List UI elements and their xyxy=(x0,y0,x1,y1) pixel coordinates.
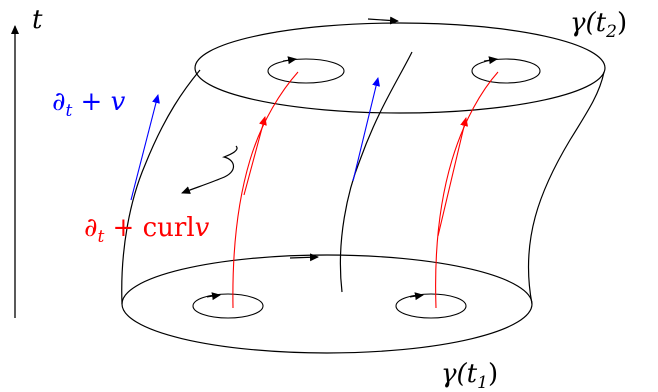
time-axis-label: t xyxy=(32,5,43,35)
red-tangent-arrow-left xyxy=(243,116,267,196)
bottom-right-vortex-loop xyxy=(395,293,467,319)
top-left-vortex-loop xyxy=(267,58,345,84)
blue-field-label: ∂t + v xyxy=(52,87,126,121)
tube-left-side xyxy=(121,69,201,305)
top-left-vortex-arrow xyxy=(282,56,297,65)
bottom-loop-gamma-t1 xyxy=(121,254,533,354)
red-field-label: ∂t + curlv xyxy=(84,213,210,247)
top-right-vortex-arrow xyxy=(483,56,498,65)
top-loop-gamma-t2 xyxy=(194,22,606,114)
bottom-left-vortex-arrow xyxy=(206,292,221,301)
red-flow-line-left xyxy=(232,71,299,309)
bottom-right-vortex-arrow xyxy=(409,292,424,301)
blue-tangent-arrow-left xyxy=(130,94,160,201)
bottom-curve-label: γ(t1) xyxy=(441,359,498,392)
bottom-left-vortex-loop xyxy=(192,293,264,319)
middle-flow-line xyxy=(339,51,413,293)
red-tangent-arrow-right xyxy=(437,117,469,237)
tube-right-side xyxy=(527,71,605,305)
red-flow-line-right xyxy=(435,71,499,309)
top-right-vortex-loop xyxy=(471,58,541,84)
blue-tangent-arrow-middle xyxy=(352,77,381,182)
bottom-loop-orientation-arrow xyxy=(289,253,319,262)
top-curve-label: γ(t2) xyxy=(570,8,627,42)
top-loop-orientation-arrow xyxy=(367,16,399,25)
squiggle-pointer xyxy=(181,145,238,194)
